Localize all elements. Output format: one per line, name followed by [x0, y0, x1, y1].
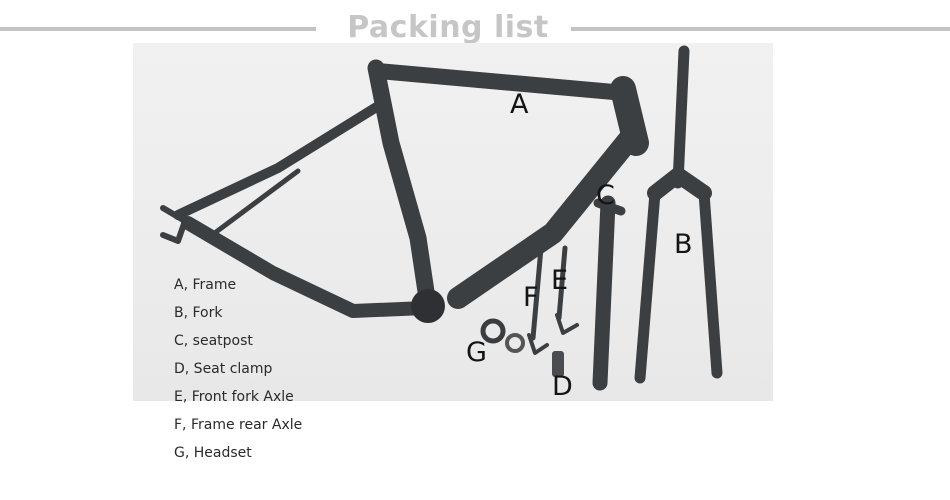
frame-dropout	[160, 205, 188, 244]
label-d: D	[552, 371, 573, 402]
frame-chain-stay	[181, 216, 432, 318]
fork-crown	[647, 167, 712, 201]
rear-axle	[530, 245, 544, 341]
bike-frame-illustration	[160, 45, 723, 391]
label-b: B	[674, 229, 693, 260]
fork-leg-right	[698, 187, 723, 379]
headset-bearing	[480, 318, 506, 344]
product-photo: A B C D E F G	[133, 43, 773, 401]
label-f: F	[523, 282, 539, 313]
legend-item-seatpost: C, seatpost	[174, 333, 253, 349]
label-c: C	[596, 180, 615, 211]
frame-bottom-bracket	[411, 289, 445, 323]
fork-leg-left	[634, 187, 661, 384]
legend-item-fork: B, Fork	[174, 305, 223, 321]
rear-axle-lever	[527, 333, 549, 355]
seatpost-head	[593, 198, 626, 216]
label-e: E	[551, 265, 569, 296]
seatpost	[592, 195, 616, 391]
seat-clamp	[552, 351, 564, 377]
label-a: A	[510, 89, 529, 120]
legend-item-headset: G, Headset	[174, 445, 252, 461]
headset-cup	[505, 333, 525, 353]
legend-item-front-fork-axle: E, Front fork Axle	[174, 389, 294, 405]
frame-seat-stay	[173, 98, 388, 220]
frame-down-tube	[447, 127, 641, 309]
front-axle-lever	[555, 313, 579, 335]
label-g: G	[466, 337, 487, 368]
parts-legend: A, Frame B, Fork C, seatpost D, Seat cla…	[174, 277, 302, 473]
header-rule-left	[0, 27, 316, 31]
frame-top-tube	[370, 63, 633, 101]
fork-steerer	[672, 45, 690, 189]
legend-item-frame-rear-axle: F, Frame rear Axle	[174, 417, 303, 433]
page-title: Packing list	[347, 10, 549, 45]
legend-item-frame: A, Frame	[174, 277, 237, 293]
header-rule-right	[571, 27, 950, 31]
legend-item-seat-clamp: D, Seat clamp	[174, 361, 273, 377]
frame-stay-brace	[205, 168, 301, 241]
front-axle	[556, 245, 568, 321]
